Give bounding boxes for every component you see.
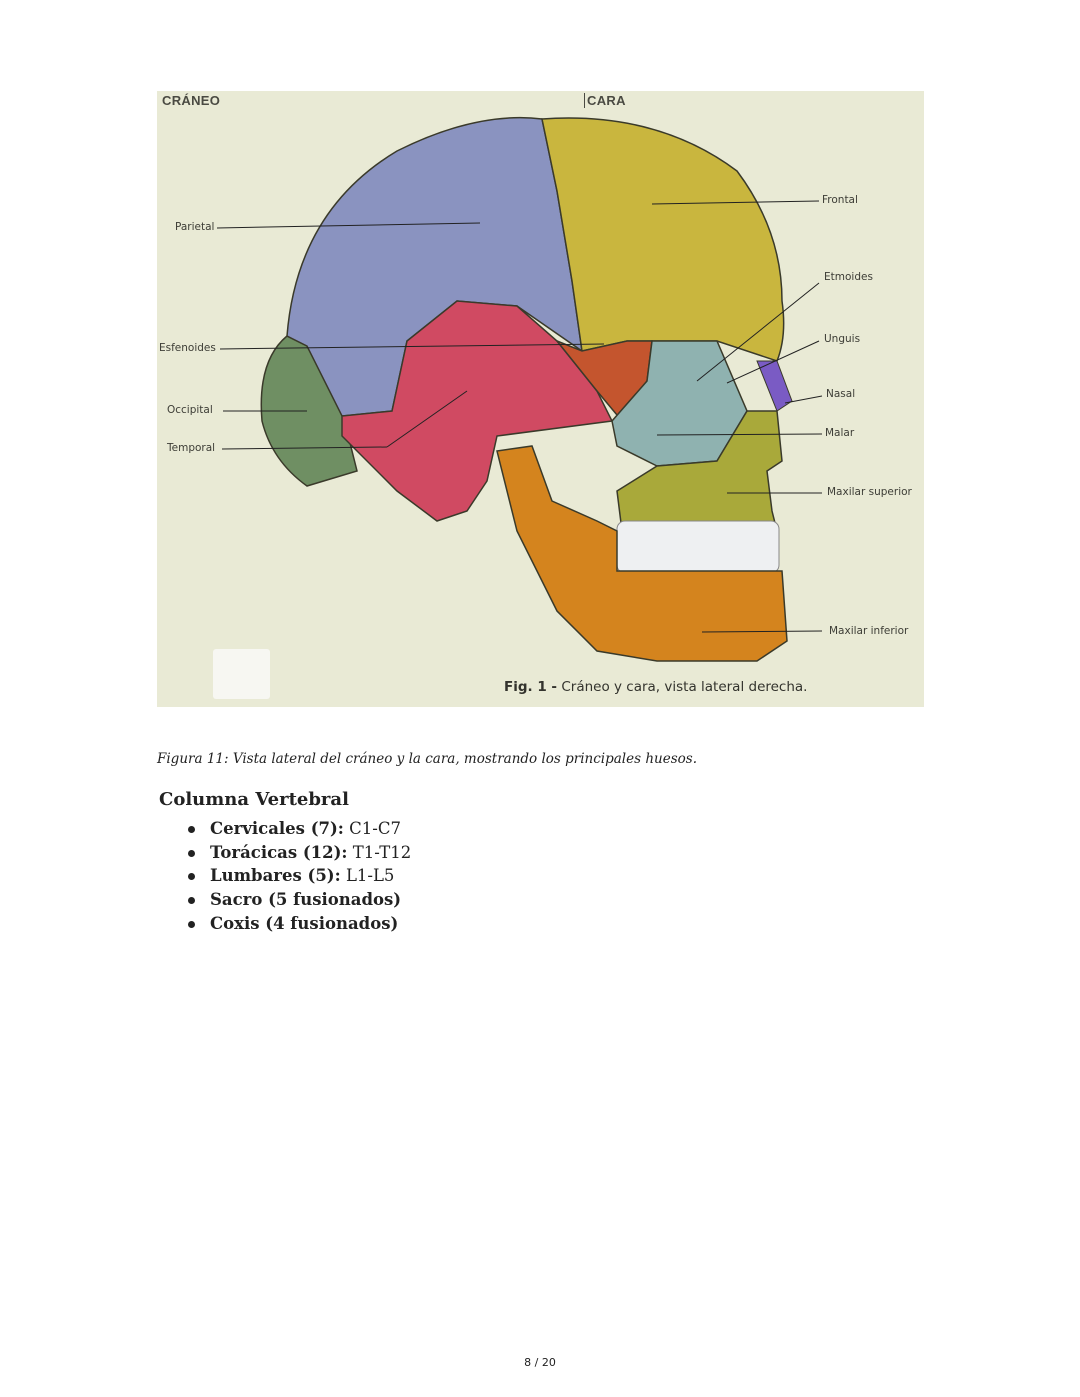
label-parietal: Parietal — [175, 221, 215, 233]
bullet-icon — [188, 920, 195, 928]
label-nasal: Nasal — [826, 388, 856, 400]
list-item: Coxis (4 fusionados) — [188, 912, 411, 936]
bullet-icon — [188, 826, 195, 833]
list-item: Torácicas (12): T1-T12 — [188, 841, 411, 865]
list-item-term: Sacro (5 fusionados) — [210, 890, 402, 910]
list-item: Cervicales (7): C1-C7 — [188, 817, 411, 841]
figure-header-craneo: CRÁNEO — [162, 93, 221, 108]
figure-inner-caption-number: Fig. 1 - — [504, 679, 558, 695]
label-maxilar-superior: Maxilar superior — [827, 486, 912, 498]
label-frontal: Frontal — [822, 194, 858, 206]
figure-inner-caption-text: Cráneo y cara, vista lateral derecha. — [557, 679, 808, 695]
bullet-icon — [188, 849, 195, 857]
skull-illustration — [216, 116, 823, 662]
list-item-value: C1-C7 — [343, 819, 401, 838]
list-item-value: L1-L5 — [340, 866, 395, 886]
list-item: Lumbares (5): L1-L5 — [188, 864, 411, 888]
figure-header-cara: CARA — [584, 93, 626, 108]
image-blank-patch — [213, 649, 270, 699]
label-maxilar-inferior: Maxilar inferior — [829, 625, 909, 637]
figure-inner-caption: Fig. 1 - Cráneo y cara, vista lateral de… — [504, 679, 807, 695]
page-number: 8 / 20 — [524, 1356, 556, 1369]
list-item-term: Coxis (4 fusionados) — [210, 913, 399, 933]
bullet-icon — [188, 873, 195, 881]
bullet-icon — [188, 897, 195, 905]
label-etmoides: Etmoides — [824, 271, 873, 283]
label-malar: Malar — [825, 427, 855, 439]
section-title: Columna Vertebral — [159, 789, 349, 810]
vertebrae-list: Cervicales (7): C1-C7 Torácicas (12): T1… — [188, 817, 411, 935]
skull-lateral-figure: CRÁNEO CARA Parietal Esfenoides Occipita… — [157, 91, 924, 707]
figure-caption: Figura 11: Vista lateral del cráneo y la… — [157, 751, 697, 767]
label-esfenoides: Esfenoides — [159, 342, 216, 354]
list-item-term: Torácicas (12): — [210, 842, 348, 862]
list-item-term: Lumbares (5): — [210, 866, 341, 886]
list-item: Sacro (5 fusionados) — [188, 888, 411, 912]
label-occipital: Occipital — [167, 404, 213, 416]
list-item-term: Cervicales (7): — [210, 819, 344, 838]
list-item-value: T1-T12 — [347, 842, 412, 862]
label-temporal: Temporal — [167, 442, 216, 454]
label-unguis: Unguis — [824, 333, 861, 345]
